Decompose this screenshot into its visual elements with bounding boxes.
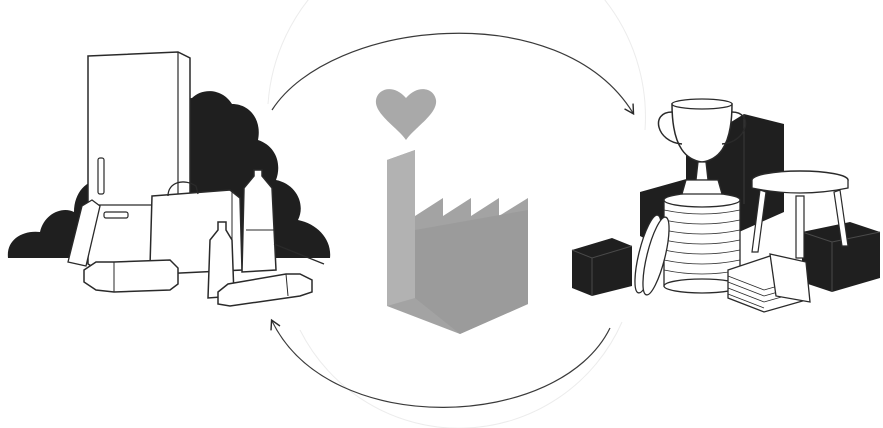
top-cycle-arrow: [272, 33, 633, 113]
factory-chimney-side: [387, 150, 415, 306]
heart-icon: [376, 89, 436, 140]
box-left: [572, 238, 632, 296]
discarded-appliances-and-bottles-icon: [8, 52, 330, 306]
lying-bottle-left: [84, 260, 178, 292]
recycled-products-icon: [572, 99, 880, 312]
recycling-factory-icon: [387, 150, 528, 334]
